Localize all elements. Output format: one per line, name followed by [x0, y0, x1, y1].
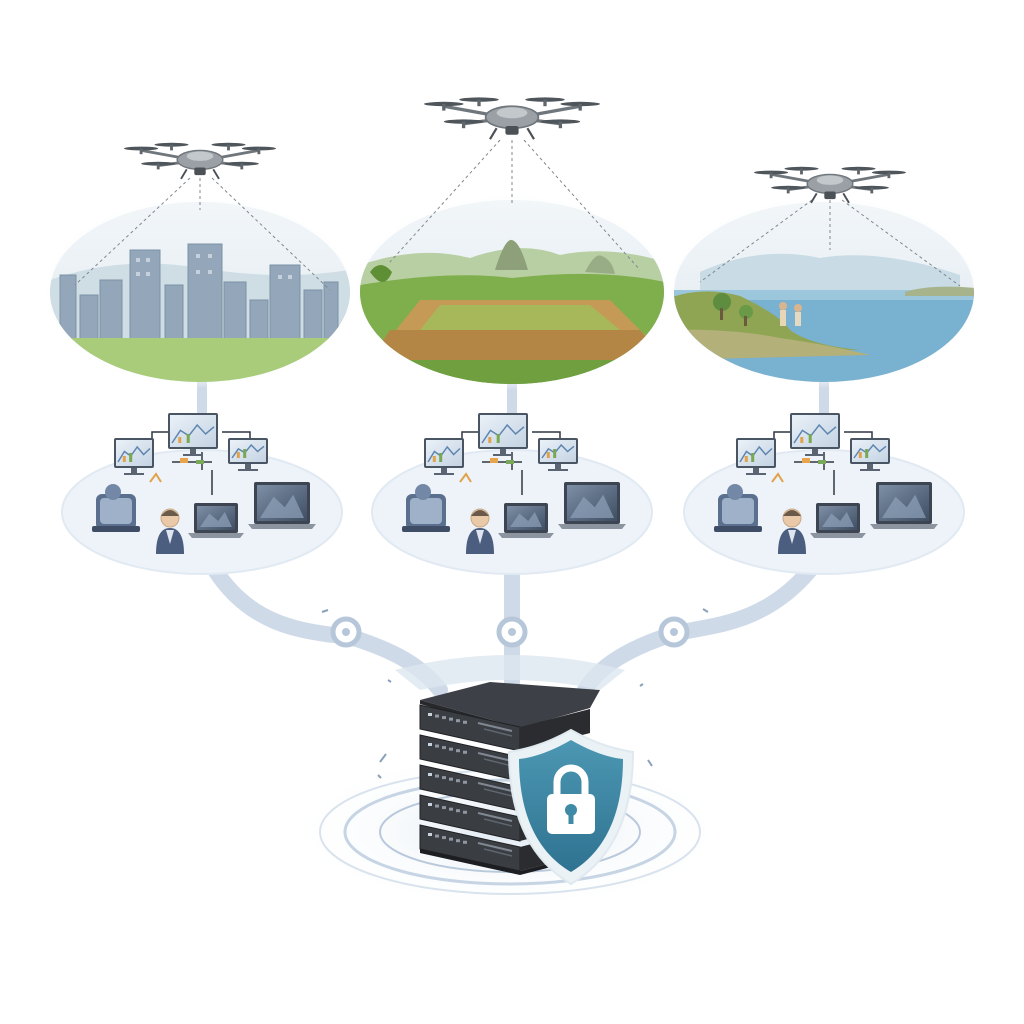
analytics-monitor-icon: [736, 438, 776, 475]
vr-headset-user-icon: [402, 484, 450, 532]
analyst-person-icon: [778, 508, 806, 554]
laptop-icon: [188, 503, 244, 538]
analytics-monitor-icon: [114, 438, 154, 475]
people-figures: [779, 302, 802, 326]
vr-headset-user-icon: [92, 484, 140, 532]
analyst-person-icon: [156, 508, 184, 554]
drone-center-icon: [424, 97, 600, 140]
connector-nodes: [330, 616, 690, 648]
laptop-icon: [810, 503, 866, 538]
padlock-icon: [547, 764, 595, 834]
analytics-monitor-icon: [478, 413, 528, 456]
analytics-monitor-icon: [228, 438, 268, 471]
analyst-person-icon: [466, 508, 494, 554]
laptop-icon: [498, 503, 554, 538]
workstation-clusters: [61, 413, 965, 575]
analytics-monitor-icon: [538, 438, 578, 471]
drone-beams: [74, 139, 961, 291]
laptop-icon: [558, 482, 626, 529]
analytics-monitor-icon: [790, 413, 840, 456]
scene-coast: [666, 196, 982, 388]
laptop-icon: [248, 482, 316, 529]
drone-left-icon: [124, 142, 276, 180]
sparkle-marks: [321, 608, 709, 779]
server-unit: [419, 704, 590, 752]
city-skyline-icon: [50, 202, 350, 382]
analytics-monitor-icon: [168, 413, 218, 456]
padlock-shield-icon: [507, 728, 635, 886]
workstation-cluster-2: [371, 413, 653, 575]
workstation-cluster-3: [683, 413, 965, 575]
drone-right-icon: [754, 166, 906, 204]
drone-group: [124, 97, 906, 204]
scene-city: [42, 196, 358, 388]
analytics-monitor-icon: [850, 438, 890, 471]
laptop-icon: [870, 482, 938, 529]
scene-farmland: [352, 194, 672, 390]
vr-headset-user-icon: [714, 484, 762, 532]
coastline-icon: [674, 202, 974, 382]
analytics-monitor-icon: [424, 438, 464, 475]
workstation-cluster-1: [61, 413, 343, 575]
